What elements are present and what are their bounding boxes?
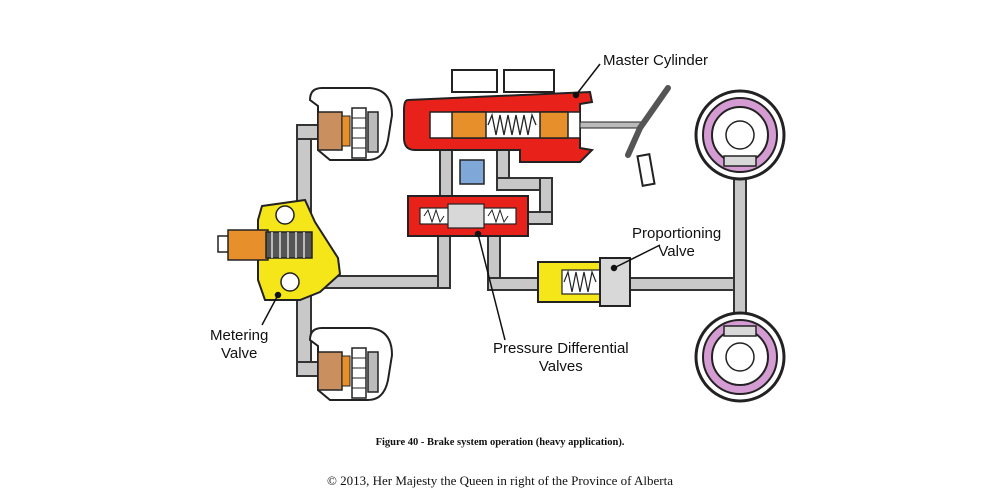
metering-valve [217, 198, 342, 301]
front-caliper-upper [308, 87, 394, 161]
front-caliper-lower [308, 327, 394, 401]
proportioning-valve [537, 257, 631, 307]
label-proportioning-valve: Proportioning Valve [632, 225, 722, 260]
label-master-cylinder: Master Cylinder [603, 52, 709, 69]
leader-lines [261, 63, 661, 341]
figure-caption: Figure 40 - Brake system operation (heav… [375, 437, 625, 448]
label-metering-valve: Metering Valve [210, 327, 269, 362]
rear-drum-brake-lower [694, 311, 786, 403]
label-pressure-differential-valves: Pressure Differential Valves [493, 340, 629, 375]
pressure-differential-valve [407, 159, 529, 237]
master-cylinder [403, 69, 643, 163]
brake-pedal [625, 85, 671, 187]
copyright-notice: © 2013, Her Majesty the Queen in right o… [327, 473, 673, 488]
rear-drum-brake-upper [694, 89, 786, 181]
